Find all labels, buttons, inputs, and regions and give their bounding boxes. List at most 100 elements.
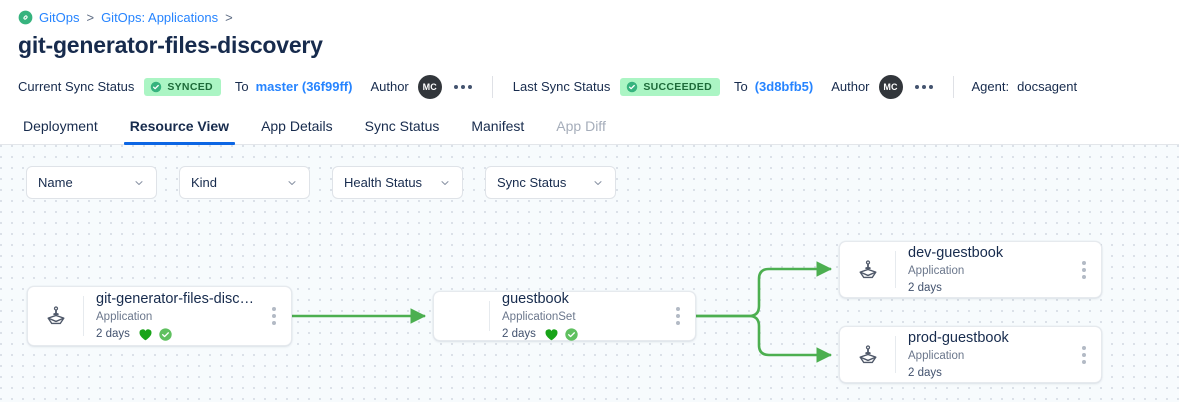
node-divider — [489, 301, 490, 331]
breadcrumb-separator: > — [225, 10, 233, 25]
last-sync-status-badge-label: SUCCEEDED — [643, 80, 712, 93]
heart-healthy-icon[interactable] — [544, 327, 559, 342]
node-kind: Application — [96, 311, 153, 323]
argo-application-icon — [859, 344, 876, 363]
current-sync-status-badge: SYNCED — [144, 77, 221, 96]
node-title: guestbook — [502, 291, 569, 307]
node-divider — [895, 251, 896, 288]
agent-label: Agent: — [971, 79, 1010, 94]
more-horizontal-icon — [928, 84, 933, 89]
check-circle-icon — [627, 81, 638, 92]
node-more-options-button[interactable] — [1067, 242, 1101, 297]
more-vertical-icon — [1082, 359, 1086, 364]
graph-node-prod-guestbook[interactable]: prod-guestbook Application 2 days — [839, 326, 1102, 383]
node-meta: 2 days — [502, 326, 661, 342]
node-title: git-generator-files-disco… — [96, 291, 257, 307]
node-more-options-button[interactable] — [257, 287, 291, 345]
node-status-icons — [138, 327, 173, 342]
more-vertical-icon — [272, 307, 276, 311]
status-divider — [952, 75, 954, 98]
node-kind: Application — [908, 349, 965, 362]
current-sync-status-label: Current Sync Status — [18, 79, 135, 94]
breadcrumb-item-gitops[interactable]: GitOps — [39, 10, 80, 25]
node-icon-placeholder — [434, 292, 489, 340]
last-sync-status-badge: SUCCEEDED — [620, 77, 720, 96]
filter-kind-dropdown[interactable]: Kind — [179, 166, 310, 199]
page-title: git-generator-files-discovery — [18, 32, 323, 58]
node-more-options-button[interactable] — [1067, 327, 1101, 382]
node-body: dev-guestbook Application 2 days — [896, 236, 1067, 304]
graph-edges — [292, 261, 833, 363]
current-more-options-button[interactable] — [453, 84, 472, 89]
filter-sync-status-dropdown[interactable]: Sync Status — [485, 166, 616, 199]
argo-application-icon — [28, 287, 83, 345]
status-bar: Current Sync Status SYNCED To master (36… — [0, 68, 1179, 105]
tab-deployment[interactable]: Deployment — [23, 118, 98, 134]
current-revision-link[interactable]: master (36f99ff) — [255, 79, 353, 94]
check-circle-icon — [151, 81, 162, 92]
more-vertical-icon — [1082, 267, 1086, 272]
last-sync-status-label: Last Sync Status — [512, 79, 611, 94]
tab-bar: Deployment Resource View App Details Syn… — [0, 105, 1179, 145]
node-more-options-button[interactable] — [661, 292, 695, 340]
status-divider — [491, 75, 493, 98]
argo-application-icon — [47, 306, 64, 325]
more-vertical-icon — [676, 314, 680, 318]
more-horizontal-icon — [460, 84, 465, 89]
breadcrumb-separator: > — [86, 10, 95, 25]
edge-appset-to-prod — [696, 314, 833, 363]
argo-application-icon — [840, 327, 895, 382]
more-vertical-icon — [272, 314, 276, 318]
more-horizontal-icon — [914, 84, 919, 89]
check-circle-synced-icon[interactable] — [158, 327, 173, 342]
last-more-options-button[interactable] — [914, 84, 933, 89]
node-status-icons — [544, 327, 579, 342]
edge-appset-to-dev — [696, 261, 833, 318]
last-author-avatar[interactable]: MC — [878, 74, 903, 99]
node-kind: ApplicationSet — [502, 311, 576, 323]
tab-manifest[interactable]: Manifest — [471, 118, 525, 134]
node-title: dev-guestbook — [908, 244, 1004, 261]
more-vertical-icon — [1082, 274, 1086, 279]
breadcrumb-item-gitops-applications[interactable]: GitOps: Applications — [101, 10, 219, 25]
node-divider — [83, 296, 84, 336]
resource-graph-canvas[interactable]: Name Kind Health Status Sync Status — [0, 145, 1179, 402]
agent-value: docsagent — [1017, 79, 1078, 94]
last-revision-link[interactable]: (3d8bfb5) — [754, 79, 814, 94]
node-kind: Application — [908, 264, 965, 277]
graph-node-git-generator-files-discovery[interactable]: git-generator-files-disco… Application 2… — [27, 286, 292, 346]
current-sync-status-badge-label: SYNCED — [167, 80, 213, 93]
argo-application-icon — [859, 259, 876, 278]
chevron-down-icon — [594, 180, 602, 185]
current-to-label: To — [234, 79, 249, 94]
filter-name-dropdown[interactable]: Name — [26, 166, 157, 199]
tab-app-details[interactable]: App Details — [261, 118, 333, 134]
check-circle-synced-icon[interactable] — [564, 327, 579, 342]
node-divider — [895, 336, 896, 373]
filter-name-label: Name — [38, 175, 73, 190]
breadcrumb: GitOps > GitOps: Applications > — [0, 0, 1179, 25]
current-author-label: Author — [370, 79, 409, 94]
more-vertical-icon — [1082, 352, 1086, 357]
node-meta: 2 days — [908, 280, 1067, 296]
tab-sync-status[interactable]: Sync Status — [364, 118, 440, 134]
node-body: git-generator-files-disco… Application 2… — [84, 282, 257, 350]
filter-sync-status-label: Sync Status — [497, 175, 567, 190]
filter-health-status-dropdown[interactable]: Health Status — [332, 166, 463, 199]
node-meta: 2 days — [908, 365, 1067, 381]
filter-bar: Name Kind Health Status Sync Status — [26, 166, 616, 199]
filter-health-status-label: Health Status — [344, 175, 423, 190]
tab-resource-view[interactable]: Resource View — [114, 119, 245, 145]
graph-node-dev-guestbook[interactable]: dev-guestbook Application 2 days — [839, 241, 1102, 298]
chevron-down-icon — [135, 180, 143, 185]
graph-node-guestbook[interactable]: guestbook ApplicationSet 2 days — [433, 291, 696, 341]
tab-app-diff: App Diff — [556, 118, 606, 134]
more-vertical-icon — [676, 307, 680, 311]
current-author-avatar[interactable]: MC — [417, 74, 442, 99]
chevron-down-icon — [441, 180, 449, 185]
chevron-down-icon — [288, 180, 296, 185]
more-horizontal-icon — [453, 84, 458, 89]
heart-healthy-icon[interactable] — [138, 327, 153, 342]
node-age: 2 days — [502, 328, 536, 340]
more-vertical-icon — [1082, 345, 1086, 350]
